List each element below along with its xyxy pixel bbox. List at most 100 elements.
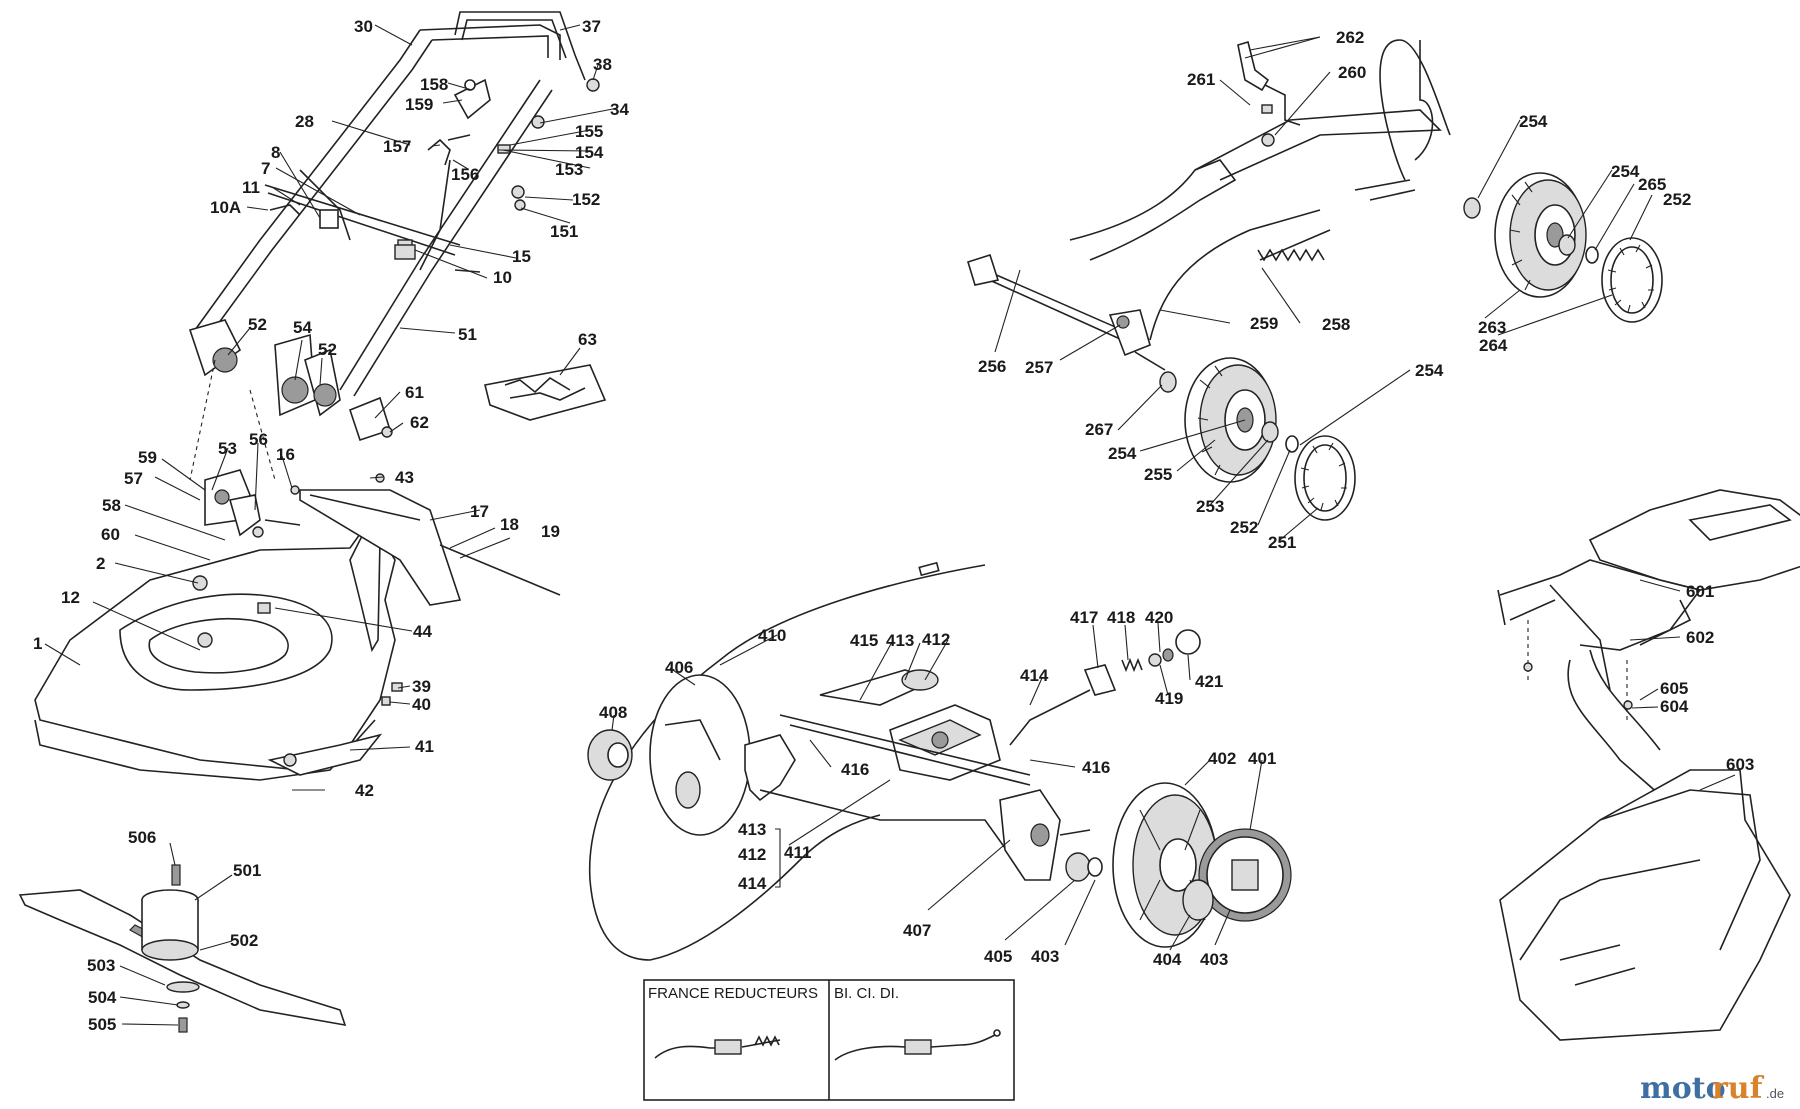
callout-411: 411 [784,843,811,862]
callout-54: 54 [293,318,312,337]
callout-404: 404 [1153,950,1182,969]
callout-403b: 403 [1200,950,1228,969]
callout-58: 58 [102,496,121,515]
callout-8: 8 [271,143,280,162]
callout-602: 602 [1686,628,1714,647]
callout-251: 251 [1268,533,1296,552]
callout-18: 18 [500,515,519,534]
watermark-moto: moto [1640,1071,1726,1106]
callout-259: 259 [1250,314,1278,333]
callout-157: 157 [383,137,411,156]
callout-254b: 254 [1611,162,1640,181]
callout-10A: 10A [210,198,241,217]
callout-403a: 403 [1031,947,1059,966]
callout-154: 154 [575,143,604,162]
callout-417: 417 [1070,608,1098,627]
callout-labels: 30 37 38 158 159 34 28 155 157 154 8 153… [33,17,1754,1034]
callout-12: 12 [61,588,80,607]
callout-604: 604 [1660,697,1689,716]
callout-412a: 412 [922,630,950,649]
callout-17: 17 [470,502,489,521]
callout-261: 261 [1187,70,1215,89]
callout-53: 53 [218,439,237,458]
callout-153: 153 [555,160,583,179]
callout-38: 38 [593,55,612,74]
callout-506: 506 [128,828,156,847]
callout-263: 263 [1478,318,1506,337]
rear-axle-assembly [967,39,1663,521]
drive-assembly [587,561,1292,961]
callout-10: 10 [493,268,512,287]
callout-408: 408 [599,703,627,722]
callout-34: 34 [610,100,629,119]
callout-503: 503 [87,956,115,975]
callout-267: 267 [1085,420,1113,439]
callout-152: 152 [572,190,600,209]
callout-252a: 252 [1663,190,1691,209]
callout-257: 257 [1025,358,1053,377]
callout-401: 401 [1248,749,1276,768]
callout-158: 158 [420,75,448,94]
blade-assembly [18,864,347,1033]
callout-258: 258 [1322,315,1350,334]
callout-41: 41 [415,737,434,756]
callout-418: 418 [1107,608,1135,627]
callout-15: 15 [512,247,531,266]
callout-260: 260 [1338,63,1366,82]
callout-406: 406 [665,658,693,677]
callout-42: 42 [355,781,374,800]
callout-414a: 414 [1020,666,1049,685]
callout-252b: 252 [1230,518,1258,537]
callout-505: 505 [88,1015,116,1034]
callout-39: 39 [412,677,431,696]
callout-264: 264 [1479,336,1508,355]
callout-156: 156 [451,165,479,184]
callout-44: 44 [413,622,432,641]
callout-415: 415 [850,631,878,650]
callout-57: 57 [124,469,143,488]
callout-420: 420 [1145,608,1173,627]
callout-52a: 52 [248,315,267,334]
callout-421: 421 [1195,672,1223,691]
handle-assembly [188,11,607,442]
callout-11: 11 [242,178,260,197]
callout-419: 419 [1155,689,1183,708]
callout-255: 255 [1144,465,1172,484]
callout-407: 407 [903,921,931,940]
callout-16: 16 [276,445,295,464]
callout-63: 63 [578,330,597,349]
grass-catcher [1497,489,1800,1041]
callout-603: 603 [1726,755,1754,774]
callout-501: 501 [233,861,261,880]
callout-256: 256 [978,357,1006,376]
callout-413a: 413 [886,631,914,650]
callout-502: 502 [230,931,258,950]
callout-402: 402 [1208,749,1236,768]
mower-deck [34,359,561,781]
inset-france-label: FRANCE REDUCTEURS [648,985,818,1002]
cable-variant-inset: FRANCE REDUCTEURS BI. CI. DI. [643,979,1015,1101]
callout-416b: 416 [1082,758,1110,777]
callout-151: 151 [550,222,578,241]
watermark-logo: moto ruf .de [1640,1071,1784,1106]
callout-253: 253 [1196,497,1224,516]
callout-1: 1 [33,634,42,653]
callout-254d: 254 [1108,444,1137,463]
callout-412b: 412 [738,845,766,864]
callout-43: 43 [395,468,414,487]
callout-265: 265 [1638,175,1666,194]
callout-155: 155 [575,122,603,141]
callout-254c: 254 [1415,361,1444,380]
callout-56: 56 [249,430,268,449]
leader-lines [44,24,1736,1026]
callout-51: 51 [458,325,477,344]
callout-28: 28 [295,112,314,131]
callout-254a: 254 [1519,112,1548,131]
callout-60: 60 [101,525,120,544]
callout-2: 2 [96,554,105,573]
callout-30: 30 [354,17,373,36]
callout-62: 62 [410,413,429,432]
watermark-ruf: ruf [1712,1071,1765,1106]
callout-159: 159 [405,95,433,114]
